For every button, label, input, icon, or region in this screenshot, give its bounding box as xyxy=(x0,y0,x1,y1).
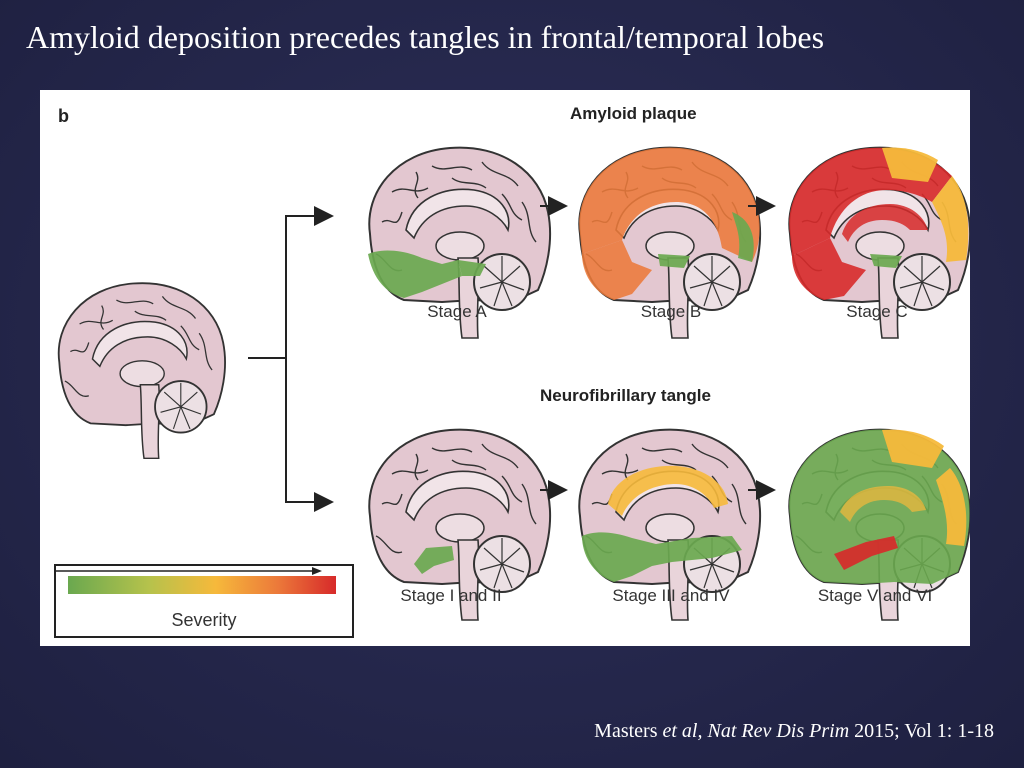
stage-arrows xyxy=(540,196,776,500)
stage-iii-iv-label: Stage III and IV xyxy=(612,586,730,605)
tangle-stage-i-ii-brain xyxy=(368,428,552,621)
severity-arrow-icon xyxy=(56,567,322,575)
tangle-stage-iii-iv-brain xyxy=(578,428,762,621)
stage-c-label: Stage C xyxy=(846,302,908,321)
brain-staging-figure: b Amyloid plaque Neurofibrillary tangle … xyxy=(40,90,970,646)
figure-graphics xyxy=(57,146,970,621)
amyloid-plaque-title: Amyloid plaque xyxy=(570,104,697,123)
stage-a-label: Stage A xyxy=(427,302,487,321)
normal-brain xyxy=(57,282,226,460)
panel-letter: b xyxy=(58,106,69,126)
severity-legend: Severity xyxy=(54,564,354,638)
neurofibrillary-tangle-title: Neurofibrillary tangle xyxy=(540,386,711,405)
citation-details: 2015; Vol 1: 1-18 xyxy=(854,720,994,742)
tangle-stage-v-vi-brain xyxy=(788,428,970,621)
citation: Masters et al, Nat Rev Dis Prim 2015; Vo… xyxy=(594,720,994,743)
stage-b-label: Stage B xyxy=(640,302,702,321)
slide-title: Amyloid deposition precedes tangles in f… xyxy=(26,19,825,55)
stage-i-ii-label: Stage I and II xyxy=(400,586,502,605)
amyloid-stage-b-brain xyxy=(578,146,762,339)
branch-connector xyxy=(248,206,334,512)
severity-gradient-bar xyxy=(68,576,336,594)
citation-journal: Nat Rev Dis Prim xyxy=(707,720,850,742)
stage-v-vi-label: Stage V and VI xyxy=(817,586,933,605)
citation-author: Masters xyxy=(594,720,658,742)
severity-label: Severity xyxy=(171,610,237,630)
citation-et-al: et al, xyxy=(662,720,703,742)
amyloid-stage-c-brain xyxy=(788,146,970,339)
amyloid-stage-a-brain xyxy=(368,146,552,339)
